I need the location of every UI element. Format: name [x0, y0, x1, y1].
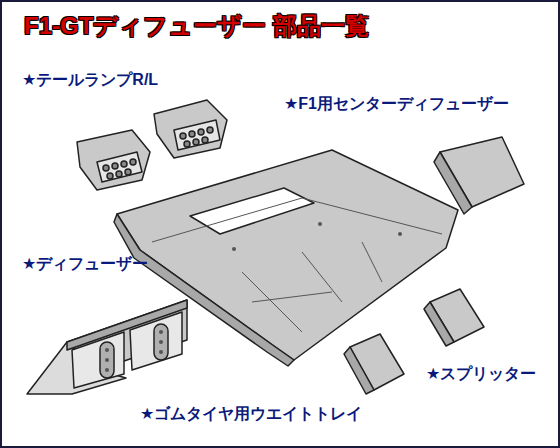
page-title: F1-GTディフューザー 部品一覧 [24, 10, 369, 42]
part-name: ★ゴムタイヤ用ウエイトトレイ [140, 404, 362, 425]
part-name: ★テールランプR/L [22, 70, 158, 91]
weight-tray [27, 300, 187, 394]
tail-lamp-left [77, 130, 150, 190]
part-name: ★ディフューザー [22, 254, 148, 275]
center-diffuser [434, 137, 524, 214]
splitter-a [344, 334, 404, 394]
part-name: ★スプリッター [426, 364, 536, 385]
main-diffuser [114, 150, 458, 366]
tail-lamp-right [154, 100, 227, 158]
part-name: ★F1用センターディフューザー [284, 94, 509, 115]
splitter-b [424, 289, 484, 346]
